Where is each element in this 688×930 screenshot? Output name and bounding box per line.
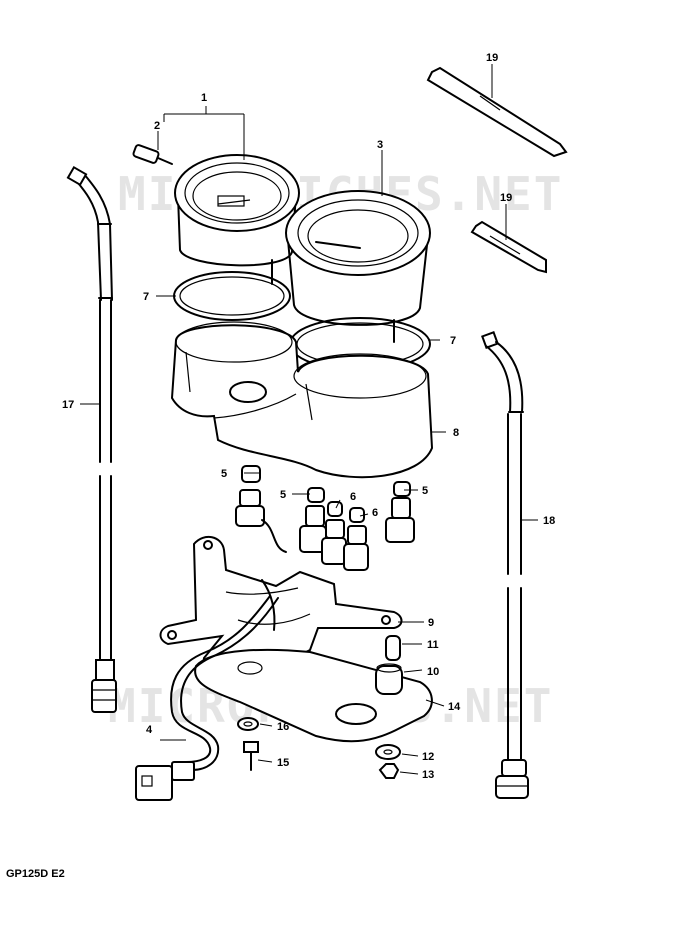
mounting-plate-14 — [194, 648, 433, 743]
leader-lines — [80, 64, 538, 775]
meter-case-8 — [170, 321, 434, 479]
strap-19-upper — [426, 66, 568, 158]
speedometer-cable-17 — [66, 165, 117, 713]
diagram-caption: GP125D E2 — [6, 868, 65, 880]
washer-12 — [375, 744, 401, 760]
bulb-2 — [132, 144, 173, 165]
callout-12: 12 — [422, 751, 434, 763]
bulb-socket-5-c — [385, 481, 415, 543]
bulb-socket-5-b — [299, 487, 327, 553]
callout-6-a: 6 — [350, 491, 356, 503]
callouts: 1 2 3 4 5 5 5 6 6 7 7 8 9 10 11 12 13 14… — [62, 52, 555, 781]
callout-8: 8 — [453, 427, 459, 439]
bracket-9 — [159, 535, 403, 673]
callout-1: 1 — [201, 92, 207, 104]
callout-7-b: 7 — [450, 335, 456, 347]
bulb-socket-6-b — [343, 507, 369, 571]
callout-6-b: 6 — [372, 507, 378, 519]
callout-14: 14 — [448, 701, 461, 713]
callout-16: 16 — [277, 721, 289, 733]
callout-5-c: 5 — [422, 485, 428, 497]
wiring-harness-4 — [135, 579, 279, 801]
grommet-10 — [375, 663, 403, 695]
callout-9: 9 — [428, 617, 434, 629]
nut-13 — [378, 763, 400, 779]
callout-13: 13 — [422, 769, 434, 781]
callout-19-a: 19 — [486, 52, 498, 64]
callout-5-a: 5 — [221, 468, 227, 480]
callout-17: 17 — [62, 399, 74, 411]
callout-4: 4 — [146, 724, 153, 736]
collar-11 — [385, 635, 401, 661]
bulb-socket-6-a — [321, 501, 347, 565]
bolt-15 — [243, 741, 259, 771]
speedometer-3 — [285, 190, 431, 343]
callout-2: 2 — [154, 120, 160, 132]
callout-15: 15 — [277, 757, 289, 769]
speedometer-cable-18 — [481, 331, 529, 799]
o-ring-7-left — [173, 271, 291, 321]
callout-18: 18 — [543, 515, 555, 527]
washer-16 — [237, 717, 259, 731]
callout-7-a: 7 — [143, 291, 149, 303]
callout-5-b: 5 — [280, 489, 286, 501]
callout-3: 3 — [377, 139, 383, 151]
strap-19-lower — [470, 220, 547, 274]
callout-10: 10 — [427, 666, 439, 678]
tachometer-1 — [174, 154, 300, 285]
bulb-socket-5-a — [235, 465, 287, 553]
callout-19-b: 19 — [500, 192, 512, 204]
callout-11: 11 — [427, 639, 439, 651]
